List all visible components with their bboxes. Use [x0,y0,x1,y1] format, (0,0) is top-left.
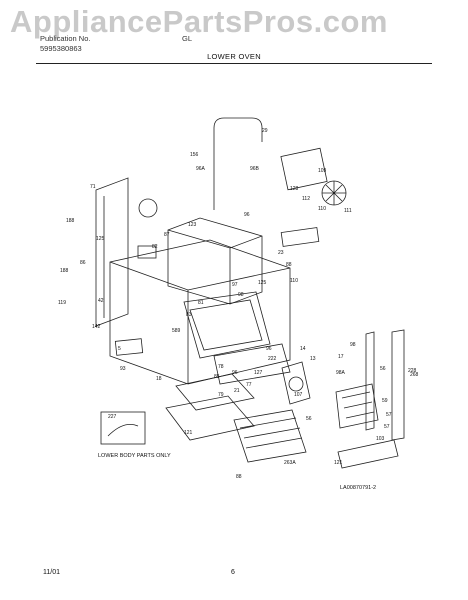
callout-label: 93 [120,366,126,372]
detail-inset [100,411,146,445]
callout-label: 123 [188,222,197,228]
callout-label: 103 [376,436,385,442]
thermostat [138,198,158,218]
callout-label: 127 [254,370,263,376]
lower-body-parts-note: LOWER BODY PARTS ONLY [98,453,171,459]
callout-label: 98A [336,370,345,376]
callout-label: 156 [190,152,199,158]
gas-tube [213,117,263,148]
callout-label: 79 [218,392,224,398]
callout-label: 227 [108,414,117,420]
footer-date: 11/01 [43,569,60,576]
oven-floor [165,395,255,441]
callout-label: 42 [98,298,104,304]
callout-label: 21 [234,388,240,394]
door-liner-strip [365,331,375,431]
callout-label: 125 [258,280,267,286]
callout-label: 119 [58,300,66,306]
callout-label: 263A [284,460,296,466]
callout-label: 77 [246,382,252,388]
broil-element [335,383,379,429]
callout-label: 78 [218,364,224,370]
callout-label: 107 [294,392,303,398]
callout-label: 142 [92,324,101,330]
fan-cover [281,361,311,405]
callout-label: 96A [196,166,205,172]
callout-label: 96B [250,166,259,172]
callout-label: 5 [118,346,121,352]
bottom-trim [337,439,399,469]
callout-label: 14 [300,346,306,352]
bracket-upper-right [280,227,320,247]
callout-label: 81 [198,300,204,306]
callout-label: 96 [232,370,238,376]
callout-label: 88 [236,474,242,480]
footer-page-number: 6 [231,569,235,576]
oven-rack [233,409,307,463]
callout-label: 82 [152,244,158,250]
publication-header: Publication No. 5995380863 [40,34,90,54]
callout-label: 23 [278,250,284,256]
callout-label: 29 [262,128,268,134]
callout-label: 268 [410,372,419,378]
publication-label: Publication No. [40,34,91,43]
callout-label: 71 [90,184,96,190]
callout-label: 57 [386,412,392,418]
bake-element [213,343,291,385]
callout-label: 121 [334,460,343,466]
callout-label: 110 [318,206,326,212]
callout-label: 96 [266,346,272,352]
publication-number: 5995380863 [40,44,82,53]
watermark: AppliancePartsPros.com [10,4,388,39]
door-frame [183,291,271,359]
callout-label: 121 [184,430,193,436]
broil-pan [175,373,255,411]
section-title: LOWER OVEN [207,52,261,61]
diagram-part-number: LA00870791-2 [340,485,377,491]
callout-label: 13 [310,356,316,362]
callout-label: 87 [164,232,170,238]
callout-label: 98 [238,292,244,298]
left-side-panel [95,177,129,327]
model-header: GL [182,34,193,43]
callout-label: 97 [232,282,238,288]
callout-label: 98 [350,342,356,348]
callout-label: 112 [302,196,310,202]
oven-cavity [109,239,291,385]
callout-label: 125 [96,236,105,242]
callout-label: 17 [338,354,344,360]
fan-motor-bracket [280,147,328,191]
callout-label: 85 [214,374,220,380]
callout-label: 96 [244,212,250,218]
callout-label: 86 [80,260,86,266]
door-gasket [391,329,405,441]
upper-oven-cavity [167,217,263,305]
callout-label: 88 [286,262,292,268]
callout-label: 56 [380,366,386,372]
callout-label: 110 [290,278,298,284]
callout-label: 57 [384,424,390,430]
callout-label: 83 [186,312,192,318]
callout-label: 222 [268,356,277,362]
callout-label: 59 [382,398,388,404]
bracket-left [114,338,144,356]
callout-label: 188 [60,268,69,274]
callout-label: 128 [290,186,299,192]
header-rule [36,63,432,64]
callout-label: 18 [156,376,162,382]
callout-label: 228 [408,368,417,374]
callout-label: 109 [318,168,327,174]
callout-label: 56 [306,416,312,422]
callout-label: 111 [344,208,352,214]
callout-label: 589 [172,328,181,334]
callout-label: 188 [66,218,75,224]
